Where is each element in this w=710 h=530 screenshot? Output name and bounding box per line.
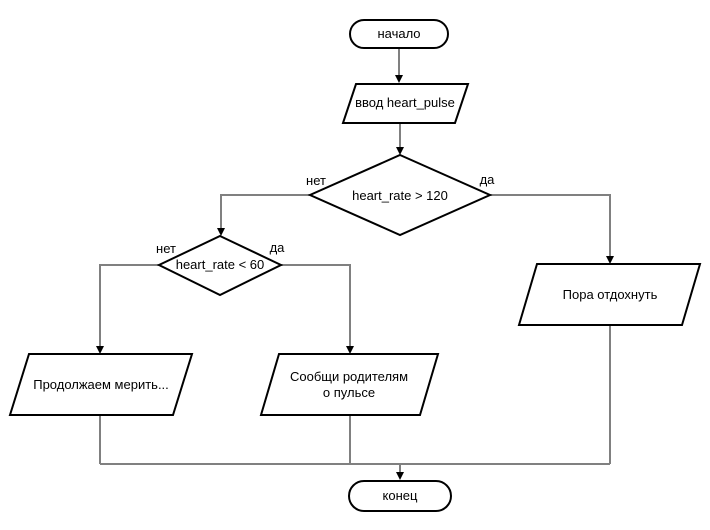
io-rest-node-label: Пора отдохнуть — [562, 287, 658, 302]
arrowhead-input-decision-high — [396, 147, 404, 155]
decision-high-no-label: нет — [306, 173, 326, 188]
io-continue-node-label: Продолжаем мерить... — [33, 377, 169, 392]
input-node-label: ввод heart_pulse — [355, 95, 455, 110]
decision-high-yes-label: да — [479, 172, 495, 187]
edge-decision-high-yes — [490, 194, 611, 262]
arrowhead-join-end — [396, 472, 404, 480]
arrowhead-decision-low-no — [96, 346, 104, 354]
decision-low-diamond-shape — [156, 234, 284, 297]
edge-decision-low-yes — [281, 264, 351, 352]
io-rest-parallelogram-shape — [517, 263, 702, 326]
decision-low-yes-label: да — [269, 240, 285, 255]
start-terminator-shape — [349, 19, 449, 49]
io-parents-node-label: Сообщи родителям о пульсе — [289, 369, 409, 400]
arrowhead-start-input — [395, 75, 403, 83]
decision-high-node-label: heart_rate > 120 — [352, 188, 448, 203]
decision-high-diamond-shape — [307, 153, 493, 237]
edge-decision-high-no — [220, 194, 310, 234]
decision-low-no-label: нет — [156, 241, 176, 256]
end-terminator-shape — [348, 480, 452, 512]
arrowhead-decision-low-yes — [346, 346, 354, 354]
io-parents-parallelogram-shape — [259, 353, 440, 416]
decision-low-node-label: heart_rate < 60 — [175, 257, 265, 272]
end-node-label: конец — [382, 488, 418, 503]
edge-decision-low-no — [99, 264, 159, 352]
io-continue-parallelogram-shape — [8, 353, 194, 416]
arrowhead-decision-high-yes — [606, 256, 614, 264]
arrowhead-decision-high-no — [217, 228, 225, 236]
start-node-label: начало — [377, 26, 421, 41]
input-parallelogram-shape — [341, 83, 470, 124]
